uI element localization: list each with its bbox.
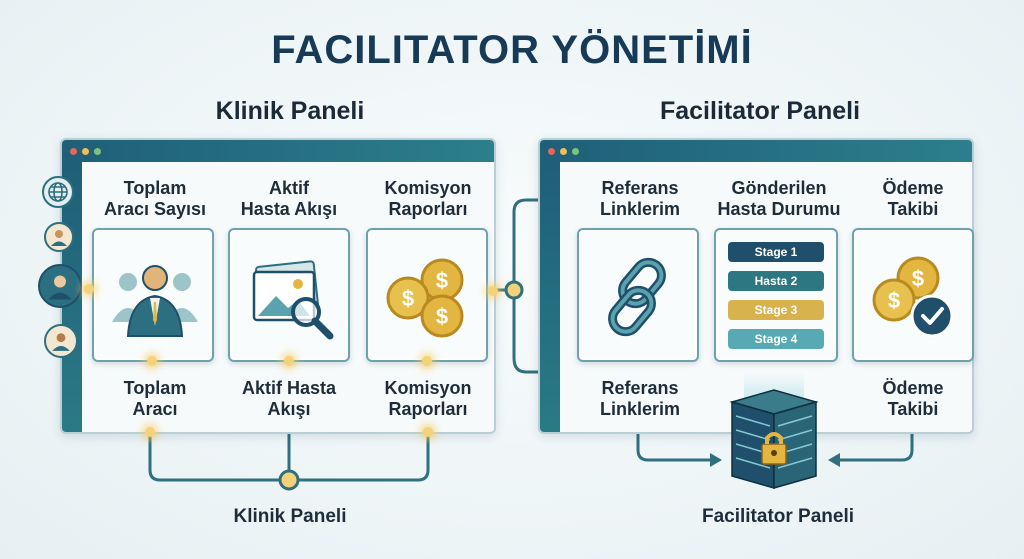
stages-icon: Stage 1 Hasta 2 Stage 3 Stage 4 (728, 242, 824, 349)
coin-check-icon: $ $ (872, 256, 954, 338)
svg-text:$: $ (912, 266, 924, 291)
stage-pill[interactable]: Stage 1 (728, 242, 824, 262)
svg-text:$: $ (402, 286, 414, 311)
image-search-icon (252, 260, 334, 340)
globe-icon[interactable] (42, 176, 74, 208)
clinic-footer-label: Klinik Paneli (233, 506, 347, 527)
people-icon (112, 265, 198, 337)
glow-dot (488, 286, 498, 296)
glow-dot (422, 356, 432, 366)
link-icon (608, 257, 666, 337)
coins-icon: $ $ $ (386, 258, 464, 338)
window-titlebar (62, 140, 494, 162)
stage-pill[interactable]: Stage 4 (728, 329, 824, 349)
facilitator-footer-label: Facilitator Paneli (701, 506, 855, 527)
facilitator-panel-title: Facilitator Paneli (659, 97, 861, 125)
payment-tracking-card[interactable]: $ $ (852, 228, 974, 362)
glow-dot (145, 427, 155, 437)
side-icons (38, 176, 82, 366)
clinic-panel-title: Klinik Paneli (215, 97, 365, 125)
glow-dot (84, 284, 94, 294)
maximize-dot[interactable] (572, 147, 579, 155)
minimize-dot[interactable] (560, 147, 567, 155)
window-sidebar (540, 162, 560, 432)
close-dot[interactable] (70, 147, 77, 155)
user-icon[interactable] (44, 324, 78, 358)
total-intermediaries-card[interactable] (92, 228, 214, 362)
maximize-dot[interactable] (94, 147, 101, 155)
close-dot[interactable] (548, 147, 555, 155)
commission-reports-card[interactable]: $ $ $ (366, 228, 488, 362)
stage-pill[interactable]: Hasta 2 (728, 271, 824, 291)
svg-text:$: $ (888, 288, 900, 313)
server-lock-icon (729, 372, 819, 489)
user-icon[interactable] (44, 222, 74, 252)
svg-text:$: $ (436, 304, 448, 329)
minimize-dot[interactable] (82, 147, 89, 155)
page-title: FACILITATOR YÖNETİMİ (271, 28, 753, 72)
glow-dot (147, 356, 157, 366)
glow-dot (284, 356, 294, 366)
window-titlebar (540, 140, 972, 162)
active-patient-flow-card[interactable] (228, 228, 350, 362)
stage-pill[interactable]: Stage 3 (728, 300, 824, 320)
glow-dot (423, 427, 433, 437)
svg-text:$: $ (436, 268, 448, 293)
sent-patient-status-card[interactable]: Stage 1 Hasta 2 Stage 3 Stage 4 (714, 228, 838, 362)
referral-links-card[interactable] (577, 228, 699, 362)
user-icon[interactable] (38, 264, 82, 308)
